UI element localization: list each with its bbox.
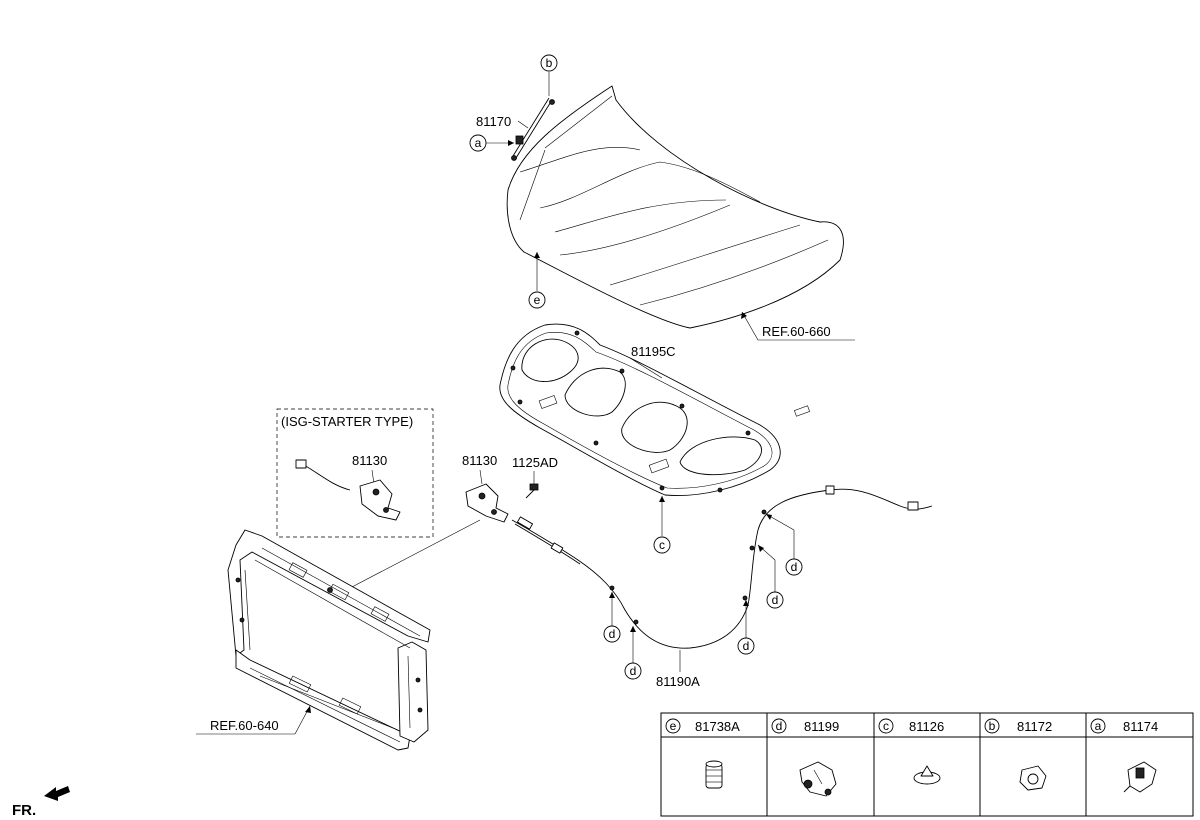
legend-part-number: 81172: [1017, 719, 1052, 734]
latch-leader-line: [349, 519, 481, 589]
callout-e: e: [528, 291, 546, 309]
hood-latch-isg[interactable]: [295, 459, 401, 521]
legend-item-c: c 81126: [878, 718, 944, 734]
svg-text:d: d: [743, 639, 750, 653]
cable-clip-icon: [799, 761, 837, 797]
ref-carrier-label: REF.60-640: [210, 718, 279, 733]
svg-text:b: b: [989, 719, 996, 733]
radiator-support-carrier[interactable]: [227, 529, 431, 751]
callout-d-5: d: [785, 558, 803, 576]
label-bolt: 1125AD: [512, 455, 558, 470]
callout-d-1: d: [603, 625, 621, 643]
hood-release-cable[interactable]: [511, 485, 933, 649]
svg-text:e: e: [534, 293, 541, 307]
svg-text:c: c: [659, 538, 665, 552]
isg-starter-title: (ISG-STARTER TYPE): [281, 414, 413, 429]
legend-item-d: d 81199: [771, 718, 839, 734]
svg-text:d: d: [791, 560, 798, 574]
hood-insulator[interactable]: [499, 323, 810, 496]
ball-stud-icon: [1019, 765, 1047, 791]
legend-part-number: 81174: [1123, 719, 1158, 734]
callout-a: a: [469, 134, 487, 152]
latch-bolt[interactable]: [525, 483, 539, 499]
legend-part-number: 81126: [909, 719, 944, 734]
svg-text:d: d: [776, 719, 783, 733]
svg-text:d: d: [630, 664, 637, 678]
svg-text:e: e: [670, 719, 677, 733]
parts-legend-table: e 81738A d 81199 c 81126 b 81172 a 81174: [660, 712, 1194, 817]
svg-text:c: c: [883, 719, 889, 733]
bracket-icon: [1123, 761, 1157, 793]
callout-c: c: [653, 536, 671, 554]
label-cable: 81190A: [656, 674, 700, 689]
ref-hood-label: REF.60-660: [762, 324, 831, 339]
callout-d-3: d: [737, 637, 755, 655]
isg-starter-box: [276, 408, 434, 538]
callout-d-2: d: [624, 662, 642, 680]
hood-panel[interactable]: [506, 85, 844, 329]
hood-latch[interactable]: [465, 483, 509, 523]
svg-text:d: d: [772, 593, 779, 607]
legend-item-a: a 81174: [1090, 718, 1158, 734]
callout-d-4: d: [766, 591, 784, 609]
svg-text:a: a: [1095, 719, 1102, 733]
label-hood-strut: 81170: [476, 114, 511, 129]
front-direction-label: FR.: [12, 802, 36, 819]
legend-part-number: 81199: [804, 719, 839, 734]
legend-part-number: 81738A: [695, 719, 740, 734]
legend-item-b: b 81172: [984, 718, 1052, 734]
label-latch-isg: 81130: [352, 453, 387, 468]
callout-b: b: [540, 54, 558, 72]
label-insulator: 81195C: [631, 344, 676, 359]
svg-text:b: b: [546, 56, 553, 70]
hood-strut[interactable]: [511, 97, 555, 161]
bumper-stopper-icon: [705, 760, 723, 789]
front-arrow-icon: [44, 786, 70, 801]
svg-text:d: d: [609, 627, 616, 641]
label-latch: 81130: [462, 453, 497, 468]
push-clip-icon: [913, 765, 941, 785]
legend-item-e: e 81738A: [665, 718, 740, 734]
svg-text:a: a: [475, 136, 482, 150]
